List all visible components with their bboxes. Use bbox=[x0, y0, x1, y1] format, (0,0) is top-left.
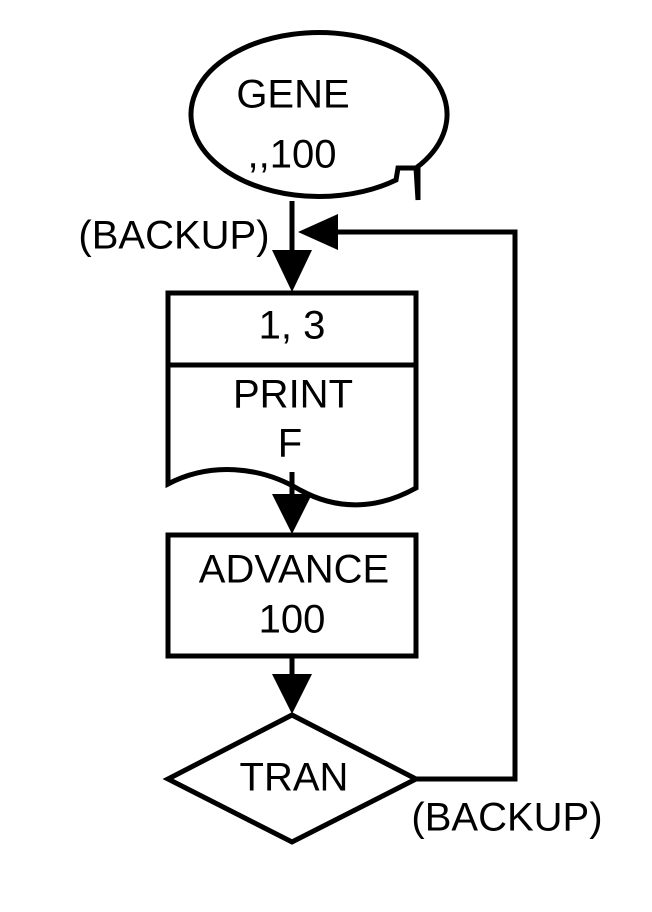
start-label-gene: GENE bbox=[236, 73, 349, 117]
loop-backup-label: (BACKUP) bbox=[411, 796, 602, 840]
decision-label: TRAN bbox=[240, 756, 349, 800]
start-terminal-shape bbox=[188, 30, 450, 201]
advance-label-line2: 100 bbox=[259, 598, 326, 642]
tran-decision-diamond bbox=[162, 712, 422, 845]
entry-backup-label: (BACKUP) bbox=[78, 214, 269, 258]
arrowhead-into-print bbox=[272, 250, 312, 292]
print-label-line1: PRINT bbox=[233, 373, 353, 417]
print-document-shape bbox=[165, 290, 419, 508]
advance-label-line1: ADVANCE bbox=[199, 548, 389, 592]
print-header-label: 1, 3 bbox=[259, 304, 326, 348]
arrowhead-into-decision bbox=[272, 674, 312, 714]
print-label-line2: F bbox=[278, 422, 302, 466]
loop-arrowhead bbox=[298, 214, 338, 250]
loop-back-connector bbox=[335, 229, 518, 782]
arrowhead-into-advance bbox=[272, 494, 312, 534]
start-label-value: ,,100 bbox=[248, 133, 337, 177]
